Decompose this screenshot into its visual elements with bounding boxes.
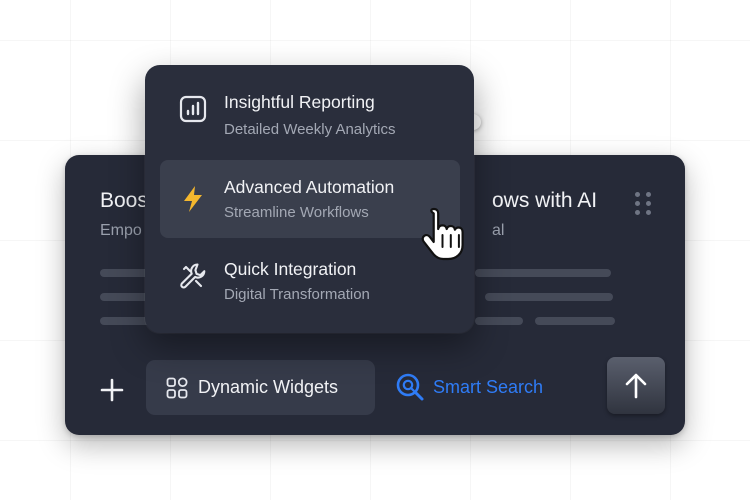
menu-item-title: Advanced Automation bbox=[224, 177, 395, 197]
submit-button[interactable] bbox=[607, 357, 665, 414]
placeholder-line bbox=[100, 293, 155, 301]
menu-item-quick-integration[interactable]: Quick Integration Digital Transformation bbox=[160, 243, 460, 321]
menu-item-insightful-reporting[interactable]: Insightful Reporting Detailed Weekly Ana… bbox=[160, 77, 460, 155]
smart-search-label: Smart Search bbox=[433, 376, 544, 397]
chart-icon bbox=[179, 95, 207, 123]
hand-pointer-cursor-icon bbox=[421, 207, 464, 261]
plus-icon bbox=[100, 378, 124, 402]
menu-item-title: Insightful Reporting bbox=[224, 92, 375, 112]
card-subtitle-left: Empo bbox=[100, 222, 142, 239]
widgets-icon bbox=[166, 376, 188, 398]
placeholder-line bbox=[100, 269, 155, 277]
menu-item-advanced-automation[interactable]: Advanced Automation Streamline Workflows bbox=[160, 160, 460, 238]
smart-search-button[interactable]: Smart Search bbox=[395, 370, 543, 404]
menu-item-subtitle: Digital Transformation bbox=[224, 286, 370, 303]
menu-item-subtitle: Detailed Weekly Analytics bbox=[224, 121, 396, 138]
menu-item-subtitle: Streamline Workflows bbox=[224, 204, 369, 221]
menu-item-title: Quick Integration bbox=[224, 259, 357, 279]
feature-dropdown-menu: Insightful Reporting Detailed Weekly Ana… bbox=[145, 65, 474, 333]
placeholder-line bbox=[535, 317, 615, 325]
lightning-icon bbox=[184, 186, 202, 212]
placeholder-line bbox=[475, 269, 611, 277]
card-subtitle: Empo al bbox=[100, 222, 660, 240]
placeholder-line bbox=[475, 317, 523, 325]
drag-handle-icon[interactable] bbox=[635, 192, 651, 215]
wrench-icon bbox=[180, 263, 206, 289]
search-icon bbox=[396, 373, 424, 401]
card-title: Boos ows with AI bbox=[100, 189, 660, 213]
add-button[interactable] bbox=[97, 375, 127, 405]
dynamic-widgets-button[interactable]: Dynamic Widgets bbox=[146, 360, 375, 415]
dynamic-widgets-label: Dynamic Widgets bbox=[198, 377, 339, 397]
placeholder-line bbox=[485, 293, 613, 301]
card-title-right: ows with AI bbox=[492, 189, 598, 212]
card-title-left: Boos bbox=[100, 189, 148, 212]
placeholder-line bbox=[100, 317, 155, 325]
card-subtitle-right: al bbox=[492, 222, 505, 239]
arrow-up-icon bbox=[625, 373, 647, 398]
